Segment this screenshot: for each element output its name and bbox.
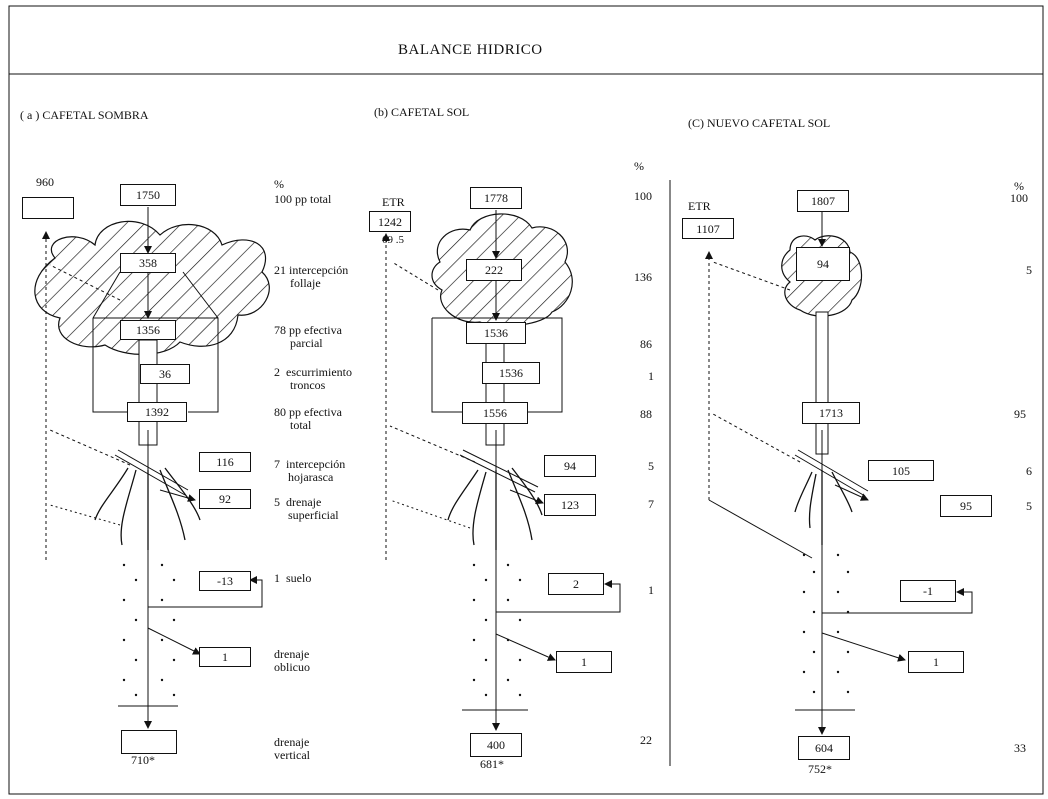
panel-a-soil [122,563,176,697]
panel-c-pct-drenaje-vertical: 33 [1014,741,1026,755]
outer-frame [8,5,1044,795]
panel-b-roots [447,467,543,550]
panel-a-bottom-note: 710* [131,753,155,767]
panel-b-heading: (b) CAFETAL SOL [374,105,470,119]
panel-a-drenaje-oblicuo-box: 1 [199,647,251,667]
panel-b-trunk [485,329,505,446]
diagram-title: BALANCE HIDRICO [398,42,543,58]
panel-b-pct-intercepcion-hojarasca: 5 [648,459,654,473]
panel-c-etr-label: ETR [688,199,711,213]
panel-c-intercepcion-follaje-box: 94 [796,247,850,281]
panel-b-drenaje-vertical-box: 400 [470,733,522,757]
panel-b-pp-total-box: 1778 [470,187,522,209]
panel-b-intercepcion-follaje-box: 222 [466,259,522,281]
panel-a-enclosure [92,318,128,413]
panel-b-etr-pct: 69 .5 [382,234,404,246]
panel-c-bottom-note: 752* [808,762,832,776]
panel-b-pct-pp-efectiva-parcial: 86 [640,337,652,351]
panel-a-escurrimiento-box: 36 [140,364,190,384]
panel-a-heading: ( a ) CAFETAL SOMBRA [20,108,149,122]
panel-c-heading: (C) NUEVO CAFETAL SOL [688,116,831,130]
legend-pct-header: % [274,177,284,191]
panel-c-pct-header: % [1014,179,1024,193]
panel-c-pct-intercepcion-hojarasca: 6 [1026,464,1032,478]
panel-c-pct-pp-efectiva-total: 95 [1014,407,1026,421]
panel-b-pp-efectiva-total-box: 1556 [462,402,528,424]
panel-c-pp-efectiva-total-box: 1713 [802,402,860,424]
panel-a-intercepcion-hojarasca-box: 116 [199,452,251,472]
panel-c-roots [794,470,853,545]
panel-a-drenaje-vertical-box [121,730,177,754]
legend-row-pp-total: 100 pp total [274,192,332,206]
panel-b-pp-efectiva-parcial-box: 1536 [466,322,526,344]
panel-a-roots [94,467,201,550]
panel-c-intercepcion-hojarasca-box: 105 [868,460,934,481]
panel-b-pct-suelo: 1 [648,583,654,597]
panel-c-drenaje-oblicuo-box: 1 [908,651,964,673]
panel-a-suelo-box: -13 [199,571,251,591]
panel-c-etr-box: 1107 [682,218,734,239]
panel-b-bottom-note: 681* [480,757,504,771]
panel-b-drenaje-oblicuo-box: 1 [556,651,612,673]
panel-b-drenaje-superficial-box: 123 [544,494,596,516]
panel-b-etr-box: 1242 [369,211,411,232]
panel-c-drenaje-superficial-box: 95 [940,495,992,517]
panel-a-etr-box [22,197,74,219]
panel-b-intercepcion-hojarasca-box: 94 [544,455,596,477]
panel-b-enclosure [431,318,462,413]
panel-c-pct-intercepcion-follaje: 5 [1026,263,1032,277]
panel-b-pct-pp-efectiva-total: 88 [640,407,652,421]
panel-c-soil [802,553,850,694]
panel-b-pct-escurrimiento: 1 [648,369,654,383]
panel-b-soil [472,563,522,697]
panel-a-diagram [34,207,270,729]
panel-b-pct-pp-total: 100 [634,189,652,203]
panel-a-pp-efectiva-parcial-box: 1356 [120,320,176,340]
legend-row-suelo: 1 suelo [274,571,312,585]
panel-b-pct-intercepcion-follaje: 136 [634,270,652,284]
panel-b-pct-drenaje-superficial: 7 [648,497,654,511]
panel-b-etr-label: ETR [382,195,405,209]
panel-c-suelo-box: -1 [900,580,956,602]
panel-b-suelo-box: 2 [548,573,604,595]
panel-a-left-value-label: 960 [36,175,54,189]
panel-c-pp-total-box: 1807 [797,190,849,212]
panel-b-pct-drenaje-vertical: 22 [640,733,652,747]
panel-b-escurrimiento-box: 1536 [482,362,540,384]
panel-c-pct-drenaje-superficial: 5 [1026,499,1032,513]
panel-a-intercepcion-follaje-box: 358 [120,253,176,273]
panel-a-pp-total-box: 1750 [120,184,176,206]
panel-a-trunk [138,339,158,446]
panel-c-drenaje-vertical-box: 604 [798,736,850,760]
panel-a-drenaje-superficial-box: 92 [199,489,251,509]
panel-c-pct-pp-total: 100 [1010,191,1028,205]
panel-a-pp-efectiva-total-box: 1392 [127,402,187,422]
panel-b-pct-header: % [634,159,644,173]
